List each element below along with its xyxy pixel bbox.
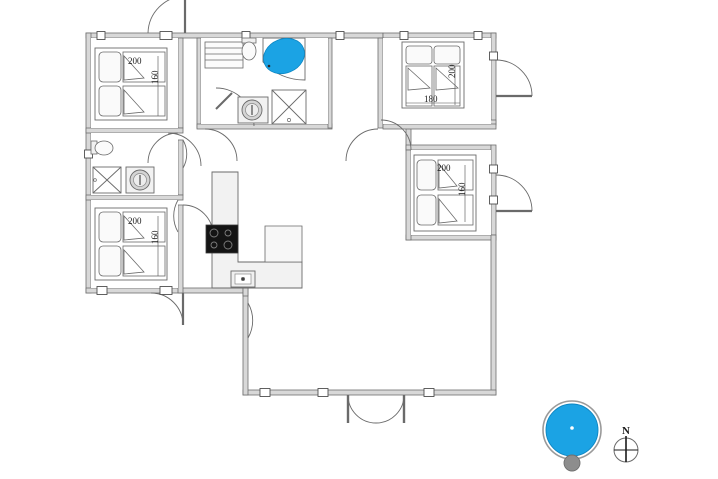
whirlpool-water	[263, 37, 305, 75]
wall-right-step-lower	[405, 144, 492, 151]
whirlpool-bath	[262, 37, 306, 81]
door-swing-bath-left-1	[182, 139, 188, 169]
pillow-bl-2	[98, 245, 122, 277]
door-swing-kitchen-lower	[247, 302, 254, 339]
window-top-2	[159, 31, 173, 40]
hot-tub-water	[545, 403, 599, 457]
bathroom-top-fixtures	[204, 37, 307, 125]
dim-bed-mr-width: 160	[457, 182, 467, 196]
window-bl-2	[159, 286, 173, 295]
duvet-tr-1	[407, 67, 431, 91]
window-right-3	[489, 195, 498, 205]
outdoor-hot-tub	[542, 400, 602, 472]
whirlpool-drain	[267, 64, 271, 68]
duvet-bl-1	[123, 214, 145, 241]
door-swing-bath-left-2	[167, 132, 202, 167]
wall-bottom-main	[242, 389, 497, 396]
pillow-tr-2	[433, 45, 461, 65]
window-group	[84, 31, 498, 397]
duvet-mr-1	[438, 162, 458, 189]
wall-outer-right-lower	[490, 234, 497, 396]
bedroom-top-left-furniture	[94, 47, 168, 121]
door-swing-ext-right-1	[495, 59, 533, 97]
window-top-5	[399, 31, 409, 40]
wall-bath-bottom	[196, 123, 333, 130]
dim-bed-bl-length: 200	[128, 216, 142, 226]
wall-outer-right-mid	[490, 144, 497, 241]
dim-bed-mr-length: 200	[437, 163, 451, 173]
wall-bath-left	[196, 37, 202, 129]
toilet-left	[90, 140, 114, 156]
washing-machine-left	[125, 166, 155, 194]
wall-interior-left-vert-2	[177, 139, 184, 196]
pillow-bl-1	[98, 211, 122, 243]
wall-bedroom-tr-left	[377, 37, 384, 129]
dim-bed-tl-width: 160	[150, 70, 160, 84]
wall-interior-left-vert-3	[177, 204, 184, 294]
duvet-tl-1	[123, 54, 145, 81]
door-swing-bed-mr	[380, 119, 412, 151]
wall-bath-right	[327, 37, 333, 129]
window-bl-1	[96, 286, 108, 295]
bathroom-left-fixtures	[90, 140, 155, 194]
window-bottom-2	[317, 388, 329, 397]
cooktop	[205, 224, 239, 254]
shower-top	[271, 89, 307, 125]
bedroom-mid-right-furniture	[413, 154, 477, 232]
kitchen-sink	[230, 270, 256, 288]
door-leaf-bath-top	[215, 92, 233, 110]
hot-tub-jet	[570, 426, 574, 430]
toilet-top	[241, 37, 257, 61]
duvet-tl-2	[123, 88, 145, 115]
bedroom-top-right-furniture	[401, 41, 465, 109]
wall-interior-h-1	[85, 127, 184, 134]
towel-radiator	[204, 41, 244, 69]
dim-bed-tr-width: 180	[424, 94, 438, 104]
shower-left	[92, 166, 122, 194]
door-swing-entrance	[147, 0, 171, 34]
pillow-tr-1	[405, 45, 433, 65]
wall-living-left	[242, 287, 249, 396]
wall-right-step-bottom	[405, 234, 497, 241]
window-top-1	[96, 31, 106, 40]
window-right-1	[489, 51, 498, 61]
hot-tub-pump	[563, 454, 581, 472]
window-top-4	[335, 31, 345, 40]
compass-north-label: N	[622, 425, 630, 437]
window-right-2	[489, 164, 498, 174]
dim-bed-tl-length: 200	[128, 56, 142, 66]
door-swing-ext-right-2	[495, 174, 533, 212]
kitchen-island-section	[264, 225, 303, 263]
door-swing-bed-bl-2	[173, 199, 179, 233]
door-swing-hall-1	[204, 128, 238, 162]
wall-interior-left-vert-1	[177, 37, 184, 129]
dim-bed-bl-width: 160	[150, 230, 160, 244]
wall-bedroom-mr-left	[405, 149, 412, 241]
washing-machine-top	[237, 96, 269, 124]
window-top-6	[473, 31, 483, 40]
duvet-bl-2	[123, 248, 145, 275]
compass-rose: N	[613, 425, 639, 463]
pillow-mr-1	[416, 159, 437, 191]
duvet-mr-2	[438, 197, 458, 224]
pillow-mr-2	[416, 194, 437, 226]
kitchen-fixtures	[205, 171, 303, 289]
pillow-tl-2	[98, 85, 122, 117]
window-bottom-1	[259, 388, 271, 397]
door-swing-bed-tr	[345, 128, 379, 162]
dimension-label-group: 200 160 200 160 180 200 200 160	[128, 56, 467, 244]
bedroom-bottom-left-furniture	[94, 207, 168, 281]
dim-bed-tr-length: 200	[447, 64, 457, 78]
wall-interior-h-2	[85, 194, 184, 201]
duvet-tr-2	[435, 67, 459, 91]
window-bottom-3	[423, 388, 435, 397]
pillow-tl-1	[98, 51, 122, 83]
wall-outer-left	[85, 32, 92, 294]
wall-outer-right-top	[490, 32, 497, 126]
wall-kitchen-stub	[242, 287, 249, 297]
